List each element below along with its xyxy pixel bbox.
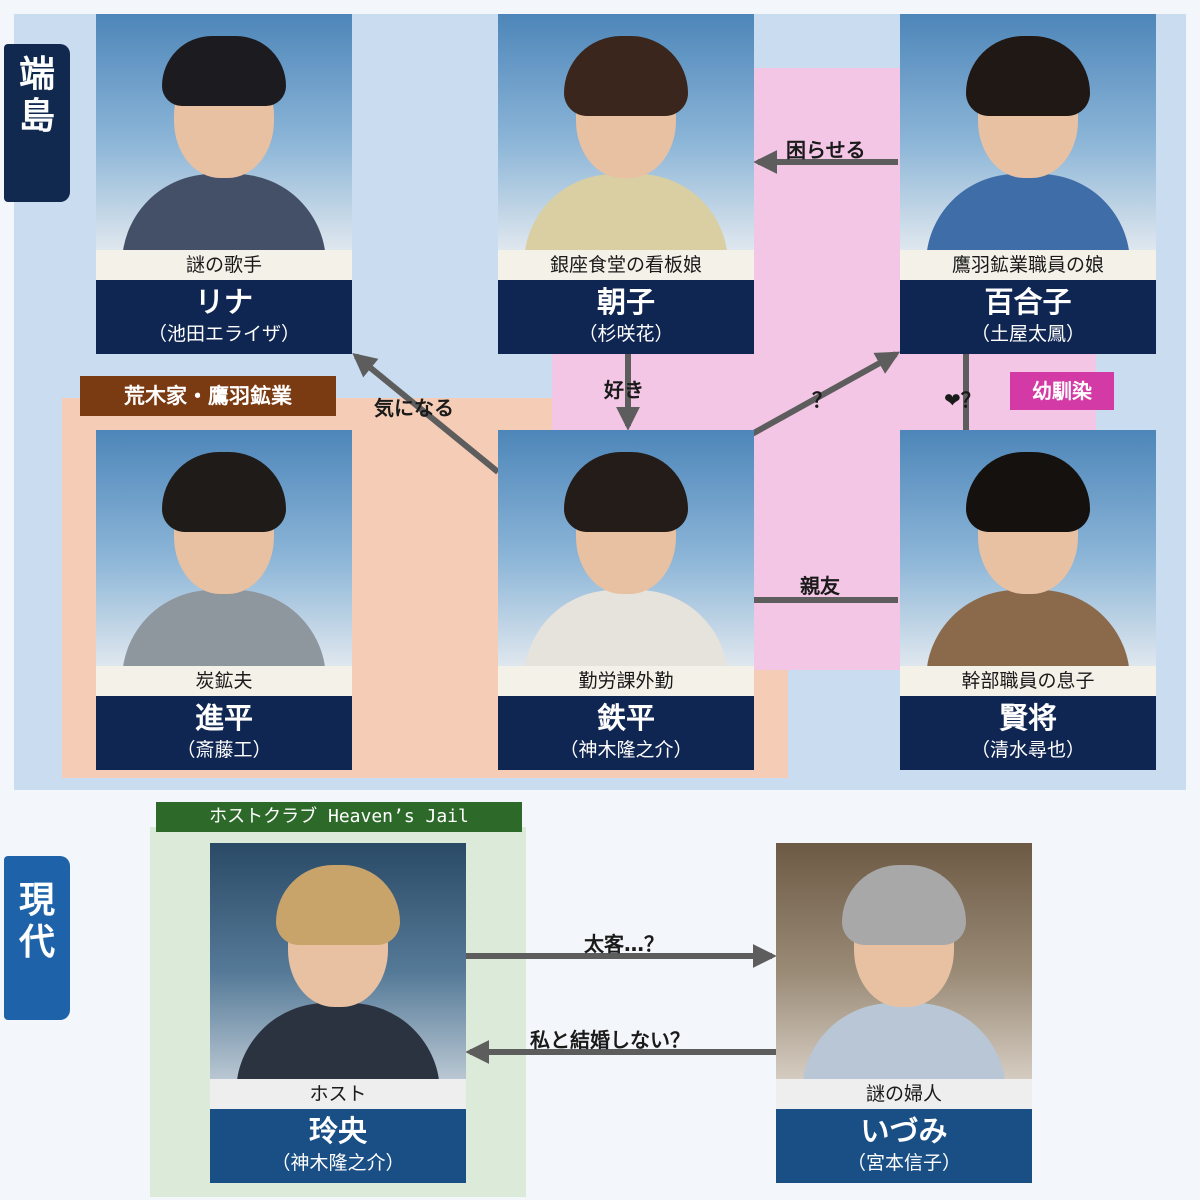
character-nameplate: いづみ （宮本信子） <box>776 1109 1032 1183</box>
character-role: 謎の婦人 <box>776 1079 1032 1109</box>
section-tag-char: 代 <box>18 922 55 963</box>
character-photo <box>776 843 1032 1093</box>
character-role: 幹部職員の息子 <box>900 666 1156 696</box>
section-tag-char: 島 <box>18 96 55 137</box>
section-tag-char: 端 <box>18 54 55 95</box>
character-actor: （宮本信子） <box>846 1152 961 1174</box>
character-nameplate: 進平 （斎藤工） <box>96 696 352 770</box>
character-role: 鷹羽鉱業職員の娘 <box>900 250 1156 280</box>
character-card-asako: 銀座食堂の看板娘 朝子 （杉咲花） <box>498 14 754 354</box>
character-card-yuriko: 鷹羽鉱業職員の娘 百合子 （土屋太鳳） <box>900 14 1156 354</box>
character-actor: （池田エライザ） <box>147 323 300 345</box>
character-nameplate: 鉄平 （神木隆之介） <box>498 696 754 770</box>
relation-label-heart: ❤？ <box>944 388 981 412</box>
group-label-osananajimi: 幼馴染 <box>1010 372 1114 410</box>
character-nameplate: 百合子 （土屋太鳳） <box>900 280 1156 354</box>
relation-label-hatena: ？ <box>812 388 832 412</box>
character-role: 炭鉱夫 <box>96 666 352 696</box>
character-name: リナ <box>194 285 253 319</box>
group-label-hostclub: ホストクラブ Heaven’s Jail <box>156 802 522 832</box>
character-nameplate: 玲央 （神木隆之介） <box>210 1109 466 1183</box>
character-actor: （清水尋也） <box>970 739 1085 761</box>
character-actor: （神木隆之介） <box>271 1152 405 1174</box>
character-name: 鉄平 <box>596 701 655 735</box>
character-role: 勤労課外勤 <box>498 666 754 696</box>
character-role: 銀座食堂の看板娘 <box>498 250 754 280</box>
character-name: 進平 <box>194 701 253 735</box>
section-tag-char: 現 <box>18 880 55 921</box>
section-tag-gendai: 現 代 <box>4 856 70 1020</box>
character-actor: （斎藤工） <box>176 739 272 761</box>
relation-label-shinyu: 親友 <box>800 574 840 598</box>
character-name: 玲央 <box>308 1114 367 1148</box>
character-nameplate: リナ （池田エライザ） <box>96 280 352 354</box>
relation-label-kininaru: 気になる <box>374 396 454 420</box>
relation-label-komaraseru: 困らせる <box>786 138 866 162</box>
character-card-shinpei: 炭鉱夫 進平 （斎藤工） <box>96 430 352 770</box>
character-photo <box>96 14 352 264</box>
character-photo <box>900 430 1156 680</box>
character-name: 百合子 <box>984 285 1072 319</box>
character-name: 賢将 <box>998 701 1057 735</box>
character-card-izumi: 謎の婦人 いづみ （宮本信子） <box>776 843 1032 1183</box>
section-tag-hashima: 端 島 <box>4 44 70 202</box>
character-card-reo: ホスト 玲央 （神木隆之介） <box>210 843 466 1183</box>
group-label-arakida: 荒木家・鷹羽鉱業 <box>80 376 336 416</box>
character-name: 朝子 <box>596 285 655 319</box>
character-photo <box>498 430 754 680</box>
character-photo <box>96 430 352 680</box>
character-photo <box>900 14 1156 264</box>
relation-label-suki: 好き <box>604 378 644 402</box>
character-nameplate: 賢将 （清水尋也） <box>900 696 1156 770</box>
arrow-hatena <box>750 351 901 437</box>
character-actor: （神木隆之介） <box>559 739 693 761</box>
character-card-kensho: 幹部職員の息子 賢将 （清水尋也） <box>900 430 1156 770</box>
relation-label-futokyaku: 太客…？ <box>584 932 664 956</box>
relation-label-kekkon: 私と結婚しない？ <box>530 1028 690 1052</box>
character-role: ホスト <box>210 1079 466 1109</box>
character-role: 謎の歌手 <box>96 250 352 280</box>
character-card-rina: 謎の歌手 リナ （池田エライザ） <box>96 14 352 354</box>
character-actor: （土屋太鳳） <box>970 323 1085 345</box>
character-photo <box>498 14 754 264</box>
character-name: いづみ <box>860 1114 948 1148</box>
character-photo <box>210 843 466 1093</box>
character-actor: （杉咲花） <box>578 323 674 345</box>
character-card-teppei: 勤労課外勤 鉄平 （神木隆之介） <box>498 430 754 770</box>
character-nameplate: 朝子 （杉咲花） <box>498 280 754 354</box>
arrow-kininaru <box>352 352 500 475</box>
